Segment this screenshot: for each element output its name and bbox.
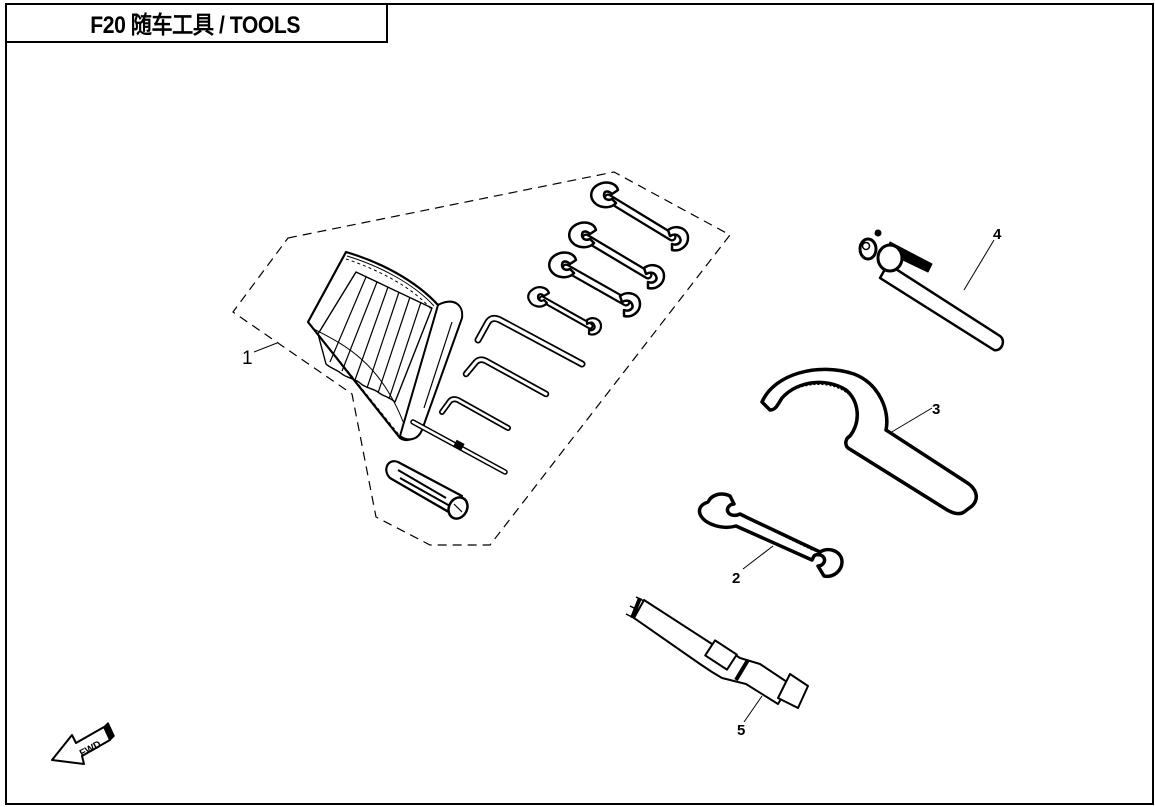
open-end-wrench-medium-1-icon (567, 221, 666, 290)
open-end-wrench-small-icon (527, 286, 603, 336)
hex-key-small-icon (439, 396, 511, 431)
callout-4: 4 (963, 226, 1002, 291)
hex-key-medium-icon (462, 356, 550, 398)
open-end-wrench-large-icon (589, 181, 690, 252)
forward-direction-arrow-icon: FWD (51, 722, 115, 765)
title-block: F20 随车工具 / TOOLS (5, 3, 388, 43)
tool-roll-pouch-icon (306, 250, 464, 442)
callout-2: 2 (732, 545, 774, 587)
svg-text:3: 3 (932, 401, 940, 418)
svg-text:5: 5 (737, 722, 745, 739)
hex-key-large-icon (474, 314, 586, 368)
open-end-wrench-icons (527, 181, 690, 336)
page-title: F20 随车工具 / TOOLS (90, 11, 301, 39)
socket-handle-bar-icon (858, 229, 1005, 352)
callout-5: 5 (737, 695, 763, 739)
tool-kit-group-outline (232, 171, 731, 546)
screwdriver-shaft-icon (410, 419, 508, 475)
svg-text:2: 2 (732, 570, 740, 587)
svg-text:1: 1 (242, 348, 253, 369)
double-open-end-wrench-icon (697, 492, 844, 579)
screwdriver-handle-icon (385, 460, 469, 520)
spark-plug-socket-wrench-icon (625, 596, 809, 709)
open-end-wrench-medium-2-icon (547, 251, 642, 318)
hex-key-icons (439, 314, 586, 431)
drawing-frame (5, 3, 1154, 805)
callout-3: 3 (889, 401, 940, 434)
hook-spanner-wrench-icon (760, 367, 978, 516)
svg-text:4: 4 (993, 226, 1002, 243)
callout-1: 1 (242, 342, 278, 369)
